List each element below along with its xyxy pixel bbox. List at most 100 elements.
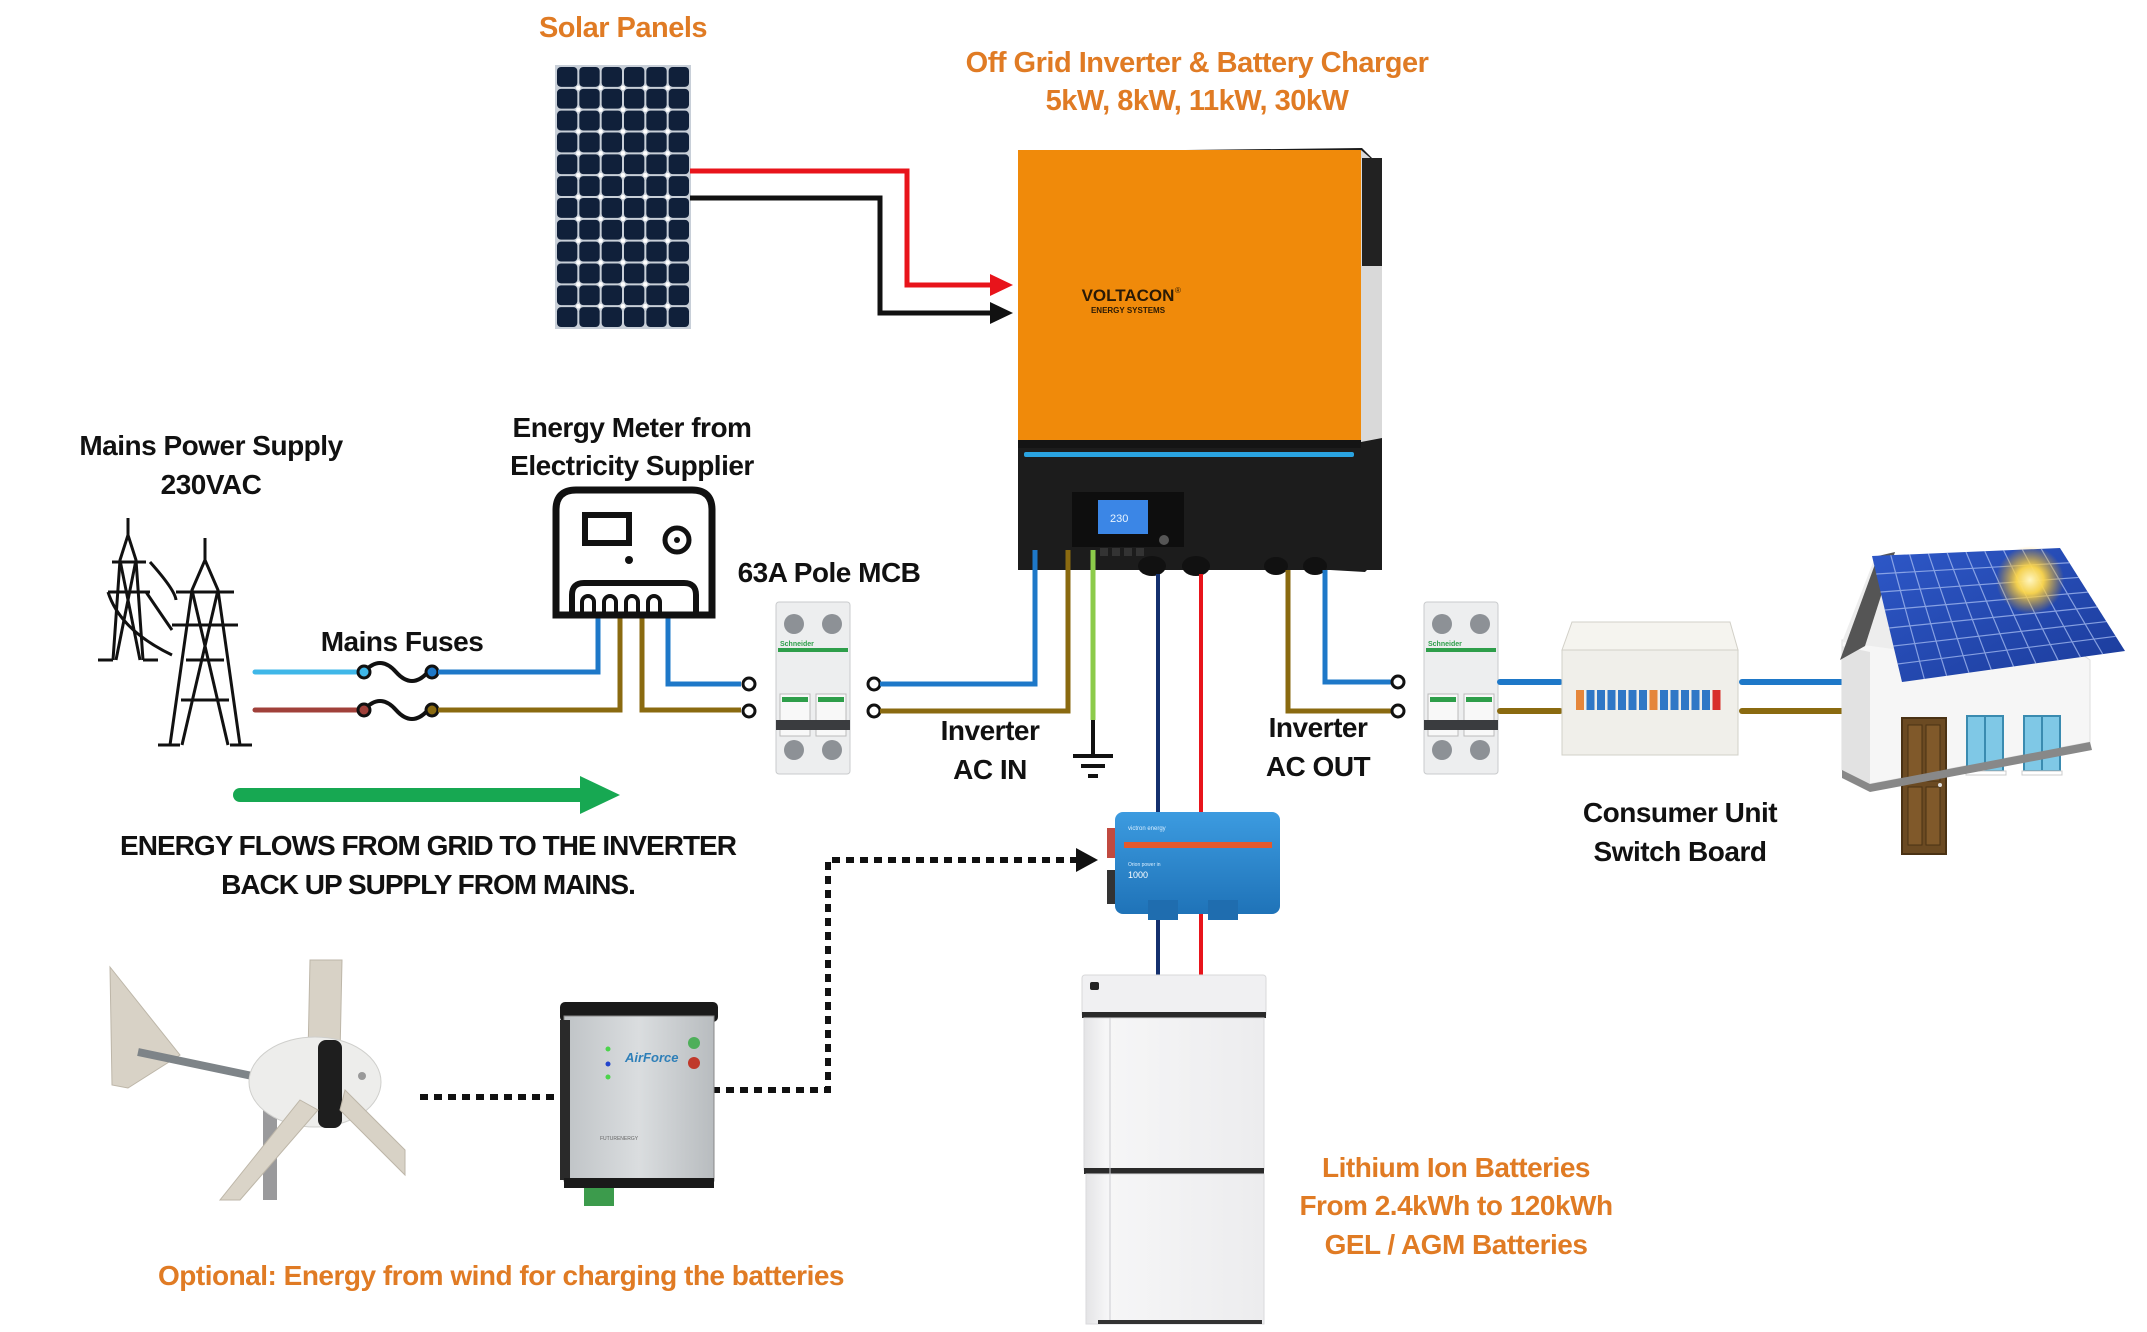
- cu-breaker: [1712, 690, 1721, 710]
- cell-node: [620, 303, 626, 309]
- solar-cell: [579, 263, 600, 284]
- neutral-to-meter-wire: [438, 618, 601, 675]
- mcb-label: 63A Pole MCB: [737, 557, 921, 588]
- solar-cell: [601, 263, 622, 284]
- dc-positive-wire: [690, 168, 995, 288]
- solar-cell: [624, 132, 645, 153]
- cell-node: [665, 260, 670, 265]
- solar-cell: [668, 198, 689, 218]
- solar-cell: [646, 176, 667, 196]
- solar-cell: [579, 67, 600, 87]
- solar-cell: [646, 110, 667, 131]
- solar-cell: [624, 88, 645, 109]
- cell-node: [620, 107, 626, 112]
- wind-turbine-icon: [109, 959, 406, 1201]
- solar-cell: [646, 154, 667, 175]
- solar-cell: [557, 263, 578, 284]
- cell-node: [665, 194, 670, 200]
- cell-node: [576, 172, 581, 178]
- live-to-meter-wire: [438, 618, 623, 713]
- solar-cell: [646, 241, 667, 262]
- cell-node: [665, 107, 670, 112]
- energy-flow-caption-line1: ENERGY FLOWS FROM GRID TO THE INVERTER: [120, 830, 737, 861]
- solar-cell: [557, 219, 578, 240]
- solar-cell: [646, 88, 667, 109]
- solar-cell: [624, 241, 645, 262]
- solar-cell: [579, 198, 600, 218]
- solar-cell: [557, 110, 578, 131]
- dc-negative-wire: [690, 195, 995, 316]
- solar-cell: [601, 67, 622, 87]
- battery-label-line3: GEL / AGM Batteries: [1324, 1229, 1588, 1260]
- mcb-output-terminals: [1390, 674, 1406, 719]
- cell-node: [643, 129, 648, 134]
- cell-node: [598, 238, 603, 243]
- cell-node: [620, 129, 626, 134]
- wind-optional-label: Optional: Energy from wind for charging …: [157, 1260, 845, 1291]
- terminal-screw-icon: [1470, 614, 1490, 634]
- cell-node: [598, 303, 603, 309]
- cu-breaker: [1660, 690, 1668, 710]
- cu-breaker: [1702, 690, 1710, 710]
- solar-cell: [601, 110, 622, 131]
- cell-node: [598, 282, 603, 287]
- ac-out-live-wire: [1285, 570, 1392, 714]
- solar-cell: [646, 263, 667, 284]
- solar-cell: [668, 67, 689, 87]
- cell-node: [643, 303, 648, 309]
- solar-cell: [557, 67, 578, 87]
- inverter-brand: VOLTACON: [1082, 286, 1175, 305]
- cell-node: [576, 260, 581, 265]
- solar-cell: [557, 176, 578, 196]
- cell-node: [576, 303, 581, 309]
- solar-cell: [557, 154, 578, 175]
- battery-stack: [1081, 974, 1267, 1325]
- fuse-terminals: [356, 664, 440, 718]
- cell-node: [643, 107, 648, 112]
- solar-cell: [601, 307, 622, 327]
- dc-charger: victron energy Orion power in 1000: [1107, 812, 1280, 920]
- switch-board-label: Switch Board: [1593, 836, 1767, 867]
- solar-cell: [579, 307, 600, 327]
- ground-icon: [1073, 720, 1113, 778]
- terminal-screw-icon: [784, 614, 804, 634]
- cu-breaker: [1639, 690, 1647, 710]
- terminal-screw-icon: [1432, 740, 1452, 760]
- charger-number: 1000: [1128, 870, 1148, 880]
- solar-cell: [646, 307, 667, 327]
- cu-breaker: [1597, 690, 1605, 710]
- solar-cell: [668, 241, 689, 262]
- cu-breaker: [1691, 690, 1700, 710]
- cell-node: [643, 151, 648, 156]
- cu-breaker: [1607, 690, 1616, 710]
- charger-model: Orion power in: [1128, 862, 1161, 868]
- power-tower-icon: [98, 518, 252, 747]
- ac-in-label-line2: AC IN: [953, 754, 1027, 785]
- cell-node: [643, 260, 648, 265]
- cell-node: [598, 260, 603, 265]
- solar-cell: [601, 198, 622, 218]
- cell-node: [665, 129, 670, 134]
- terminal-screw-icon: [1432, 614, 1452, 634]
- controller-brand: AirForce: [624, 1050, 678, 1065]
- mcb-breaker-input: Schneider: [775, 601, 851, 775]
- controller-maker: FUTURENERGY: [600, 1136, 639, 1142]
- solar-cell: [668, 285, 689, 306]
- solar-cell: [557, 132, 578, 153]
- solar-cell: [646, 198, 667, 218]
- cell-node: [665, 238, 670, 243]
- cell-node: [665, 85, 670, 91]
- ac-in-neutral-wire: [880, 550, 1038, 687]
- solar-cell: [668, 88, 689, 109]
- charger-brand: victron energy: [1128, 826, 1166, 832]
- energy-meter-supplier-label: Electricity Supplier: [510, 450, 754, 481]
- solar-cell: [646, 285, 667, 306]
- controller-to-charger-line: [712, 857, 1080, 1093]
- cell-node: [620, 260, 626, 265]
- cu-breaker: [1628, 690, 1637, 710]
- solar-cell: [668, 132, 689, 153]
- cell-node: [620, 151, 626, 156]
- solar-cell: [624, 198, 645, 218]
- solar-cell: [557, 198, 578, 218]
